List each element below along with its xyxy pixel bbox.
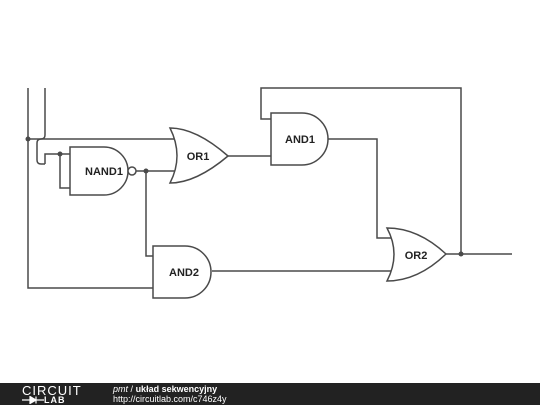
gate-or2: OR2 <box>385 227 448 282</box>
gate-label-and1: AND1 <box>285 134 315 146</box>
gate-and1: AND1 <box>270 112 329 166</box>
gate-label-or1: OR1 <box>187 151 210 163</box>
wire-top-input <box>36 88 46 165</box>
logo-text-top: CIRCUIT <box>22 383 82 398</box>
logo-text-bottom: LAB <box>44 395 66 405</box>
diode-symbol-icon <box>22 396 44 404</box>
gate-label-or2: OR2 <box>405 250 428 262</box>
junction-nand-output <box>143 168 149 174</box>
gate-nand1: NAND1 <box>69 146 137 196</box>
circuitlab-logo[interactable]: CIRCUIT LAB <box>22 383 94 405</box>
circuit-title[interactable]: układ sekwencyjny <box>135 384 218 394</box>
gate-label-and2: AND2 <box>169 267 199 279</box>
gate-or1: OR1 <box>168 127 230 184</box>
wire-feedback-top <box>260 87 462 254</box>
wire-nand1-in-top <box>44 153 70 164</box>
circuit-url-link[interactable]: http://circuitlab.com/c746z4y <box>113 394 227 404</box>
circuit-meta: pmt / układ sekwencyjny http://circuitla… <box>113 384 227 404</box>
nand1-inversion-bubble <box>127 166 137 176</box>
wire-feedback-to-and2 <box>145 171 153 257</box>
junctions <box>25 136 464 257</box>
footer-bar: CIRCUIT LAB pmt / układ sekwencyjny http… <box>0 383 540 405</box>
junction-left <box>25 136 31 142</box>
wires <box>27 87 512 289</box>
gate-label-nand1: NAND1 <box>85 166 123 178</box>
junction-nand-inputs <box>57 151 63 157</box>
meta-separator: / <box>130 384 134 394</box>
circuit-schematic: NAND1 OR1 AND1 AND2 OR2 <box>25 87 512 299</box>
wire-nand1-in-bottom <box>59 154 70 189</box>
gate-and2: AND2 <box>152 245 212 299</box>
author-link[interactable]: pmt <box>113 384 129 394</box>
wire-left-input <box>27 88 153 289</box>
wire-and1-to-or2 <box>327 138 392 239</box>
junction-output <box>458 251 464 257</box>
